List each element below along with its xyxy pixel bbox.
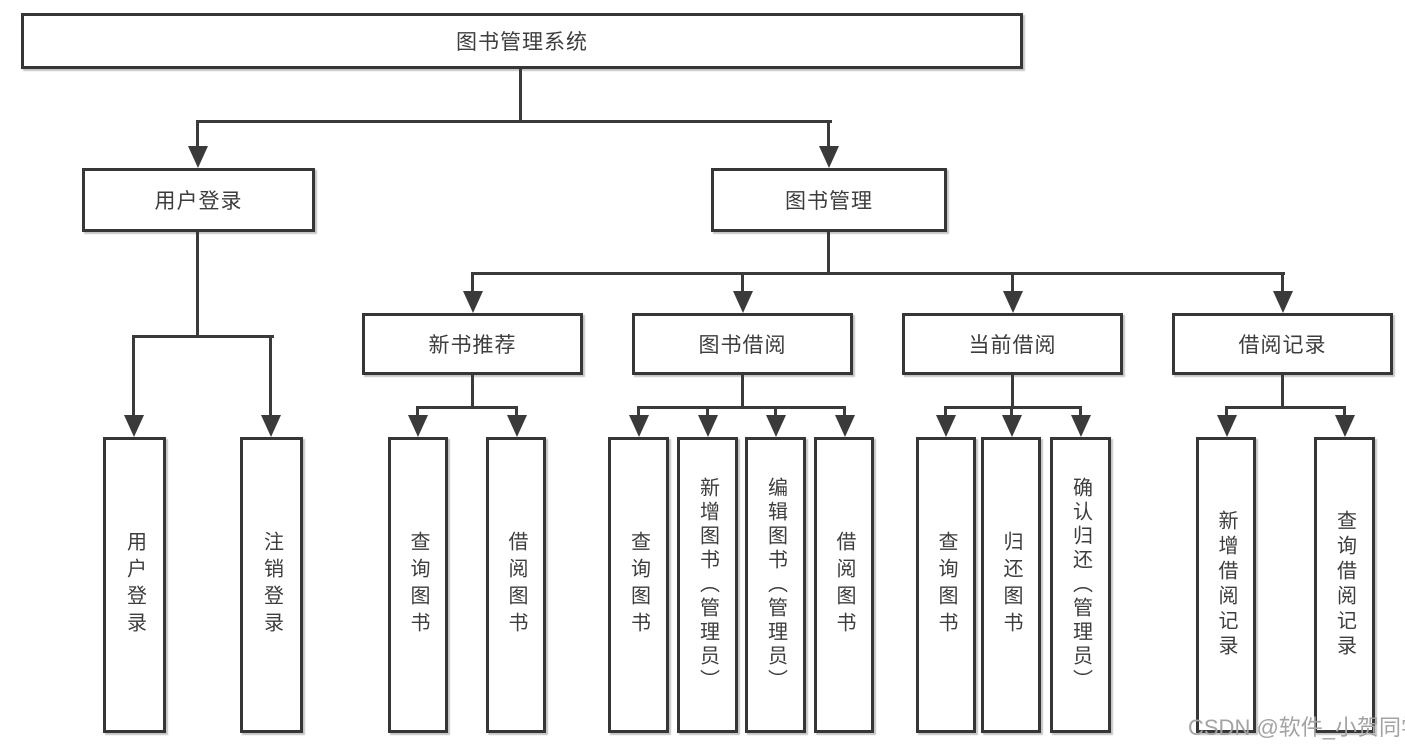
connector-userlogin-stem bbox=[196, 232, 199, 338]
leaf-borrow-books-recommend: 借阅图书 bbox=[486, 437, 546, 733]
arrow-down-icon bbox=[261, 415, 281, 437]
connector-recommend-bar bbox=[416, 406, 518, 409]
connector-drop bbox=[843, 406, 846, 420]
connector-drop bbox=[637, 406, 640, 420]
node-book-borrowing: 图书借阅 bbox=[632, 313, 853, 375]
arrow-down-icon bbox=[408, 415, 428, 437]
leaf-user-login: 用户登录 bbox=[103, 437, 166, 733]
connector-drop bbox=[944, 406, 947, 420]
leaf-borrow-books: 借阅图书 bbox=[814, 437, 874, 733]
connector-drop bbox=[515, 406, 518, 420]
connector-drop bbox=[1343, 406, 1346, 420]
connector-drop bbox=[1281, 272, 1284, 296]
node-borrowing-records: 借阅记录 bbox=[1172, 313, 1393, 375]
node-root-library-system: 图书管理系统 bbox=[21, 13, 1023, 69]
connector-drop bbox=[774, 406, 777, 420]
arrow-down-icon bbox=[1335, 415, 1355, 437]
connector-drop bbox=[416, 406, 419, 420]
watermark-text: CSDN @软件_小贺同学 bbox=[1188, 715, 1405, 740]
connector-recommend-stem bbox=[471, 375, 474, 409]
leaf-query-borrow-record: 查询借阅记录 bbox=[1314, 437, 1375, 733]
connector-drop bbox=[196, 120, 199, 152]
leaf-label: 新增借阅记录 bbox=[1215, 510, 1237, 660]
connector-drop bbox=[269, 335, 272, 419]
node-current-borrowing: 当前借阅 bbox=[902, 313, 1123, 375]
connector-records-stem bbox=[1281, 375, 1284, 409]
connector-drop bbox=[1225, 406, 1228, 420]
arrow-down-icon bbox=[819, 146, 839, 168]
leaf-edit-book-admin: 编辑图书（管理员） bbox=[745, 437, 806, 733]
leaf-add-borrow-record: 新增借阅记录 bbox=[1196, 437, 1256, 733]
leaf-label: 编辑图书（管理员） bbox=[764, 477, 787, 693]
leaf-confirm-return-admin: 确认归还（管理员） bbox=[1050, 437, 1111, 733]
arrow-down-icon bbox=[1071, 415, 1091, 437]
leaf-label: 用户登录 bbox=[123, 531, 146, 639]
leaf-logout-login: 注销登录 bbox=[240, 437, 303, 733]
connector-root-stem bbox=[519, 69, 522, 123]
leaf-label: 查询图书 bbox=[627, 531, 650, 639]
node-label: 新书推荐 bbox=[428, 334, 517, 357]
leaf-label: 查询借阅记录 bbox=[1333, 510, 1356, 660]
node-label: 借阅记录 bbox=[1238, 334, 1327, 357]
connector-drop bbox=[471, 272, 474, 296]
connector-drop bbox=[1011, 272, 1014, 296]
leaf-label: 新增图书（管理员） bbox=[696, 477, 719, 693]
arrow-down-icon bbox=[1273, 291, 1293, 313]
node-book-management: 图书管理 bbox=[711, 168, 947, 232]
leaf-add-book-admin: 新增图书（管理员） bbox=[677, 437, 738, 733]
connector-borrowing-bar bbox=[637, 406, 846, 409]
arrow-down-icon bbox=[124, 415, 144, 437]
connector-drop bbox=[741, 272, 744, 296]
connector-drop bbox=[132, 335, 135, 419]
leaf-label: 查询图书 bbox=[935, 531, 957, 639]
connector-borrowing-stem bbox=[741, 375, 744, 409]
leaf-label: 借阅图书 bbox=[505, 531, 527, 639]
leaf-label: 归还图书 bbox=[1000, 531, 1022, 639]
arrow-down-icon bbox=[936, 415, 956, 437]
node-label: 图书管理系统 bbox=[456, 31, 588, 54]
arrow-down-icon bbox=[1217, 415, 1237, 437]
leaf-query-books-borrowing: 查询图书 bbox=[608, 437, 669, 733]
connector-root-bar bbox=[196, 120, 832, 123]
node-label: 图书管理 bbox=[785, 190, 873, 213]
connector-userlogin-bar bbox=[132, 335, 274, 338]
node-label: 当前借阅 bbox=[968, 334, 1057, 357]
arrow-down-icon bbox=[1002, 415, 1022, 437]
arrow-down-icon bbox=[698, 415, 718, 437]
connector-records-bar bbox=[1225, 406, 1346, 409]
leaf-query-books-recommend: 查询图书 bbox=[388, 437, 448, 733]
connector-bookmgmt-bar bbox=[471, 272, 1285, 275]
arrow-down-icon bbox=[766, 415, 786, 437]
leaf-label: 注销登录 bbox=[260, 531, 283, 639]
connector-drop bbox=[827, 120, 830, 152]
leaf-label: 确认归还（管理员） bbox=[1069, 477, 1092, 693]
leaf-label: 查询图书 bbox=[407, 531, 429, 639]
connector-current-bar bbox=[944, 406, 1082, 409]
arrow-down-icon bbox=[188, 146, 208, 168]
arrow-down-icon bbox=[507, 415, 527, 437]
leaf-return-book: 归还图书 bbox=[981, 437, 1041, 733]
node-label: 用户登录 bbox=[154, 190, 243, 213]
node-label: 图书借阅 bbox=[698, 334, 787, 357]
node-user-login: 用户登录 bbox=[82, 168, 315, 232]
connector-drop bbox=[1010, 406, 1013, 420]
leaf-query-books-current: 查询图书 bbox=[916, 437, 976, 733]
arrow-down-icon bbox=[463, 291, 483, 313]
leaf-label: 借阅图书 bbox=[833, 531, 855, 639]
node-new-book-recommend: 新书推荐 bbox=[362, 313, 583, 375]
arrow-down-icon bbox=[629, 415, 649, 437]
connector-drop bbox=[1079, 406, 1082, 420]
connector-current-stem bbox=[1011, 375, 1014, 409]
arrow-down-icon bbox=[1003, 291, 1023, 313]
connector-drop bbox=[706, 406, 709, 420]
arrow-down-icon bbox=[835, 415, 855, 437]
connector-bookmgmt-stem bbox=[827, 232, 830, 275]
arrow-down-icon bbox=[733, 291, 753, 313]
